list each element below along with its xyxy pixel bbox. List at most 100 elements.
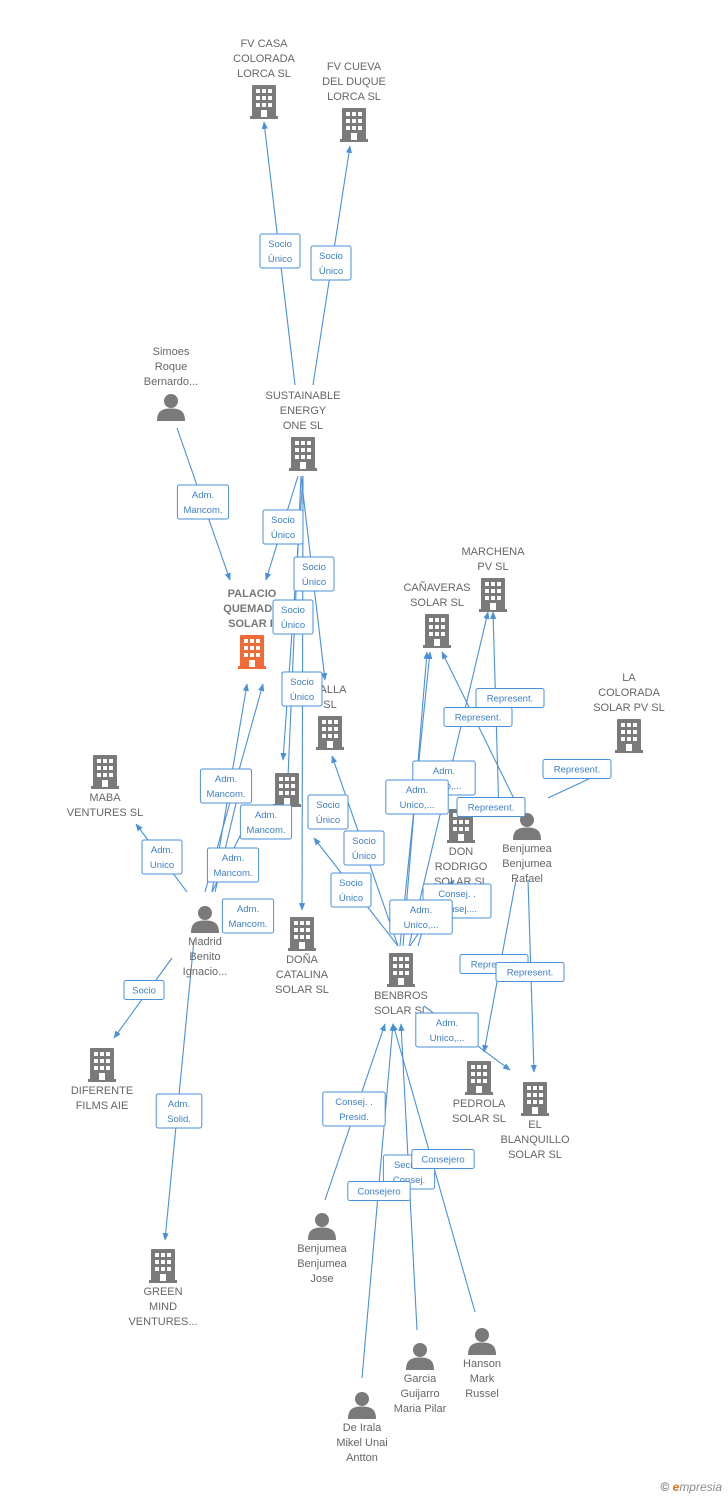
node-label: Benjumea xyxy=(297,1258,347,1270)
relation-label[interactable]: Adm.Mancom. xyxy=(239,804,293,840)
relation-label-text: Socio xyxy=(316,800,340,811)
relation-label[interactable]: Adm.Mancom. xyxy=(176,484,230,520)
relation-label-text: Socio xyxy=(352,836,376,847)
relation-label-box xyxy=(307,794,349,830)
relation-label-text: Adm. xyxy=(410,905,432,916)
node-greenmind[interactable]: GREENMINDVENTURES... xyxy=(128,1249,198,1328)
node-simoes[interactable]: SimoesRoqueBernardo... xyxy=(144,346,198,421)
node-label: QUEMADO xyxy=(223,603,281,615)
node-label: Madrid xyxy=(188,936,222,948)
relation-label[interactable]: Adm.Mancom. xyxy=(206,847,260,883)
node-label: CATALINA xyxy=(276,969,329,981)
node-madrid[interactable]: MadridBenitoIgnacio... xyxy=(183,906,228,978)
relation-label[interactable]: Consejero xyxy=(411,1149,475,1169)
building-icon xyxy=(340,108,368,142)
node-label: DIFERENTE xyxy=(71,1085,133,1097)
node-label: GREEN xyxy=(143,1286,182,1298)
relation-label[interactable]: Represent. xyxy=(542,759,612,779)
relation-label[interactable]: Adm.Unico,... xyxy=(385,779,449,815)
node-label: De Irala xyxy=(343,1422,382,1434)
relation-label-text: Único xyxy=(290,692,314,703)
relation-label[interactable]: Represent. xyxy=(475,688,545,708)
node-label: FV CUEVA xyxy=(327,61,382,73)
relation-label[interactable]: Adm.Unico,... xyxy=(389,899,453,935)
node-label: Benjumea xyxy=(297,1243,347,1255)
node-label: DEL DUQUE xyxy=(322,76,386,88)
relation-label[interactable]: Adm.Unico,... xyxy=(415,1012,479,1048)
relation-label[interactable]: Consejero xyxy=(347,1181,411,1201)
relation-label-text: Adm. xyxy=(192,490,214,501)
relation-label-box xyxy=(272,599,314,635)
node-label: SOLAR SL xyxy=(374,1005,428,1017)
node-label: COLORADA xyxy=(598,687,660,699)
node-label: EL xyxy=(528,1119,541,1131)
node-label: LORCA SL xyxy=(237,68,291,80)
relation-label[interactable]: Adm.Mancom. xyxy=(221,898,275,934)
relation-label[interactable]: Adm.Solid. xyxy=(155,1093,203,1129)
brand-footer: © empresia xyxy=(660,1480,722,1494)
relation-label-box xyxy=(456,797,526,817)
node-label: DOÑA xyxy=(286,953,318,966)
relation-label-box xyxy=(322,1091,386,1127)
relation-label[interactable]: Adm.Mancom. xyxy=(199,768,253,804)
node-hidden[interactable] xyxy=(273,773,301,807)
relation-label-box xyxy=(293,556,335,592)
node-benbros[interactable]: BENBROS SOLAR SL xyxy=(374,953,428,1017)
relation-label-text: Secret. xyxy=(394,1160,424,1171)
relation-label[interactable]: Represent. xyxy=(495,962,565,982)
relation-label[interactable]: Socio xyxy=(123,980,165,1000)
building-icon xyxy=(273,773,301,807)
relation-label-text: Consej.... xyxy=(437,904,477,915)
relation-label[interactable]: Adm.Unico xyxy=(141,839,183,875)
node-label: BLANQUILLO xyxy=(500,1134,570,1146)
relation-label[interactable]: Represent. xyxy=(443,707,513,727)
relation-label[interactable]: Represent. xyxy=(456,797,526,817)
node-label: BENBROS xyxy=(374,990,428,1002)
relation-label-box xyxy=(262,509,304,545)
relation-label-box xyxy=(259,233,301,269)
relation-label-box xyxy=(123,980,165,1000)
node-label: PEDROLA xyxy=(453,1098,506,1110)
relation-label[interactable]: Consej. .Presid. xyxy=(322,1091,386,1127)
relation-label-box xyxy=(389,899,453,935)
relation-label-text: Socio xyxy=(132,986,156,997)
relation-edge xyxy=(441,651,523,816)
relation-label-text: Represent. xyxy=(507,968,553,979)
relation-label-text: Adm. xyxy=(237,904,259,915)
relation-label-text: Unico xyxy=(150,860,174,871)
node-label: ENERGY xyxy=(280,405,327,417)
copyright-symbol: © xyxy=(660,1480,670,1494)
relation-label-text: Único xyxy=(271,530,295,541)
node-label: PALACIO xyxy=(228,588,277,600)
building-icon xyxy=(615,719,643,753)
node-label: CAÑAVERAS xyxy=(403,581,470,594)
